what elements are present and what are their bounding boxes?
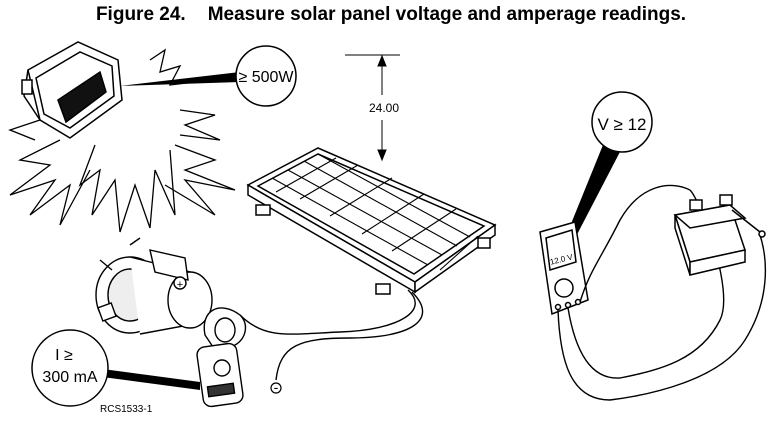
multimeter-icon: 12.0 V <box>539 221 589 316</box>
lamp-power-callout <box>235 45 297 107</box>
battery-icon <box>673 194 766 276</box>
starter-motor-icon: + <box>95 237 213 335</box>
light-rays <box>8 48 236 233</box>
clamp-meter-icon <box>196 307 247 408</box>
voltage-callout <box>591 91 653 153</box>
solar-panel-icon <box>246 147 497 295</box>
current-callout-pointer <box>95 368 200 390</box>
figure-title: Figure 24. Measure solar panel voltage an… <box>0 4 782 26</box>
lamp-callout-pointer <box>120 72 240 86</box>
voltage-callout-pointer <box>562 140 622 248</box>
distance-dimension <box>345 54 400 162</box>
figure-caption: Measure solar panel voltage and amperage… <box>207 4 687 25</box>
drawing-id: RCS1533-1 <box>100 404 153 415</box>
current-label-line2: 300 mA <box>42 369 97 386</box>
panel-wires <box>239 289 424 381</box>
current-label-line1: I ≥ <box>55 347 73 364</box>
negative-terminal: - <box>274 379 279 395</box>
current-callout <box>31 329 109 407</box>
lamp-icon <box>21 41 123 139</box>
figure-number: Figure 24. <box>95 4 186 25</box>
positive-terminal: + <box>177 279 183 291</box>
lamp-power-label: ≥ 500W <box>238 69 294 86</box>
negative-terminal-marker <box>270 382 282 394</box>
voltage-label: V ≥ 12 <box>597 115 646 134</box>
distance-label: 24.00 <box>369 101 399 115</box>
